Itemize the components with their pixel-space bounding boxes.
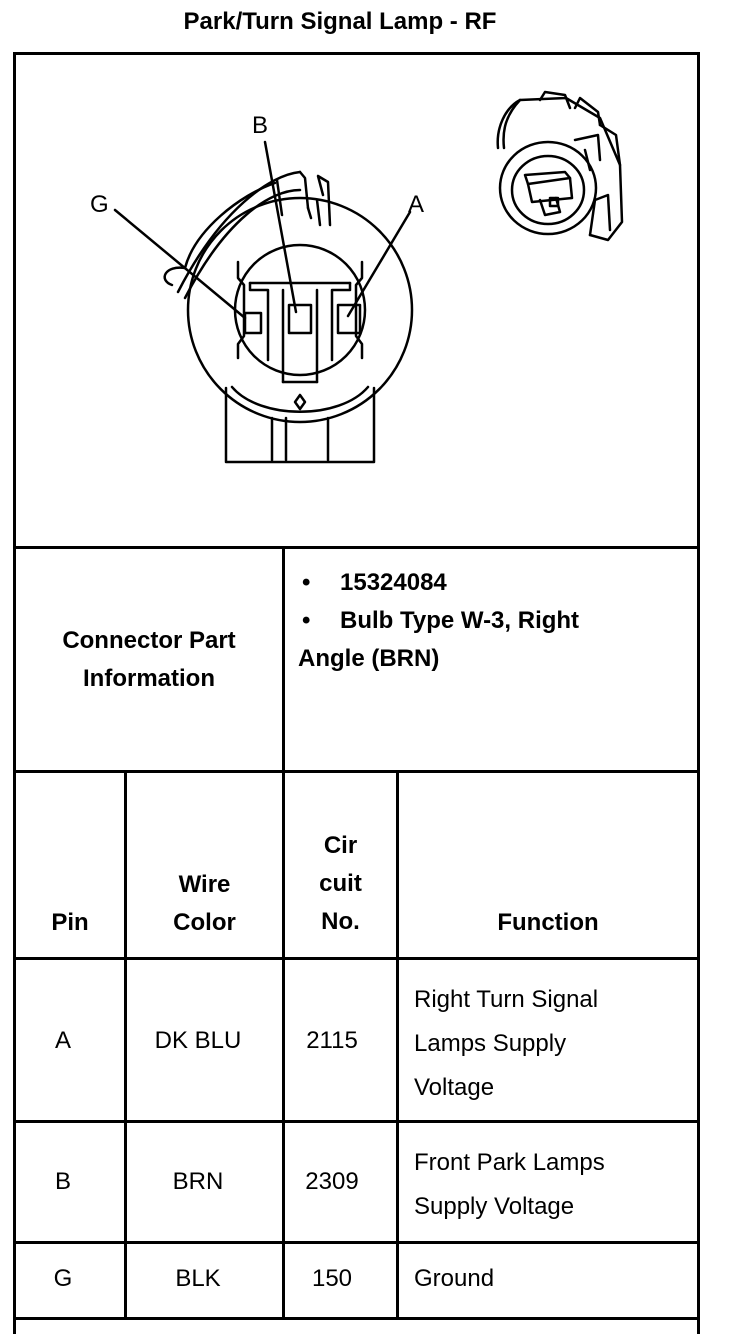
- connector-info-label-line1: Connector Part: [62, 627, 236, 654]
- row-pin: G: [53, 1265, 73, 1292]
- row-separator: [13, 546, 700, 549]
- bulb-type-item: • Bulb Type W-3, Right: [298, 602, 694, 640]
- row-function: Front Park Lamps Supply Voltage: [414, 1149, 605, 1220]
- header-function: Function: [497, 909, 599, 936]
- row-pin: A: [54, 1027, 71, 1054]
- pin-label-b: B: [252, 112, 268, 139]
- row-wire-color: BRN: [172, 1168, 224, 1195]
- row-circuit: 2115: [306, 1027, 358, 1054]
- header-pin: Pin: [51, 909, 89, 936]
- column-separator: [282, 546, 285, 1317]
- row-function: Ground: [414, 1265, 495, 1292]
- row-separator: [13, 1317, 700, 1320]
- header-circuit-line3: No.: [321, 908, 360, 935]
- part-number-item: • 15324084: [298, 564, 694, 602]
- pin-label-a: A: [408, 191, 424, 218]
- header-circuit-line2: cuit: [319, 870, 362, 897]
- bullet-icon: •: [302, 607, 311, 634]
- row-wire-color: DK BLU: [154, 1027, 242, 1054]
- connector-info-label-line2: Information: [83, 665, 215, 692]
- table-left-border: [13, 52, 16, 1334]
- page-title: Park/Turn Signal Lamp - RF: [183, 8, 497, 35]
- connector-info-details: • 15324084 • Bulb Type W-3, Right Angle (B…: [298, 564, 694, 678]
- table-right-border: [697, 52, 700, 1334]
- header-wire-color-line2: Color: [173, 909, 236, 936]
- row-separator: [13, 1241, 700, 1244]
- column-separator: [124, 770, 127, 1317]
- row-separator: [13, 957, 700, 960]
- header-circuit-line1: Cir: [323, 832, 358, 859]
- row-circuit: 2309: [305, 1168, 359, 1195]
- row-separator: [13, 1120, 700, 1123]
- row-pin: B: [54, 1168, 71, 1195]
- connector-diagram: G B A: [90, 90, 624, 464]
- connector-info-label: Connector Part Information: [16, 622, 282, 698]
- header-wire-color-line1: Wire: [178, 871, 231, 898]
- bullet-icon: •: [302, 569, 311, 596]
- header-wire-color: Wire Color: [127, 866, 282, 942]
- row-function: Right Turn Signal Lamps Supply Voltage: [414, 986, 599, 1101]
- connector-iso-view: [496, 90, 624, 242]
- bulb-type-line2: Angle (BRN): [298, 645, 440, 672]
- connector-face-view: [113, 140, 414, 464]
- table-top-border: [13, 52, 700, 55]
- bulb-type-line1: Bulb Type W-3, Right: [340, 607, 580, 634]
- row-circuit: 150: [311, 1265, 353, 1292]
- part-number: 15324084: [340, 569, 447, 596]
- pin-label-g: G: [90, 191, 109, 218]
- column-separator: [396, 770, 399, 1317]
- row-wire-color: BLK: [175, 1265, 221, 1292]
- row-separator: [13, 770, 700, 773]
- header-circuit-number: Cir cuit No.: [285, 827, 396, 941]
